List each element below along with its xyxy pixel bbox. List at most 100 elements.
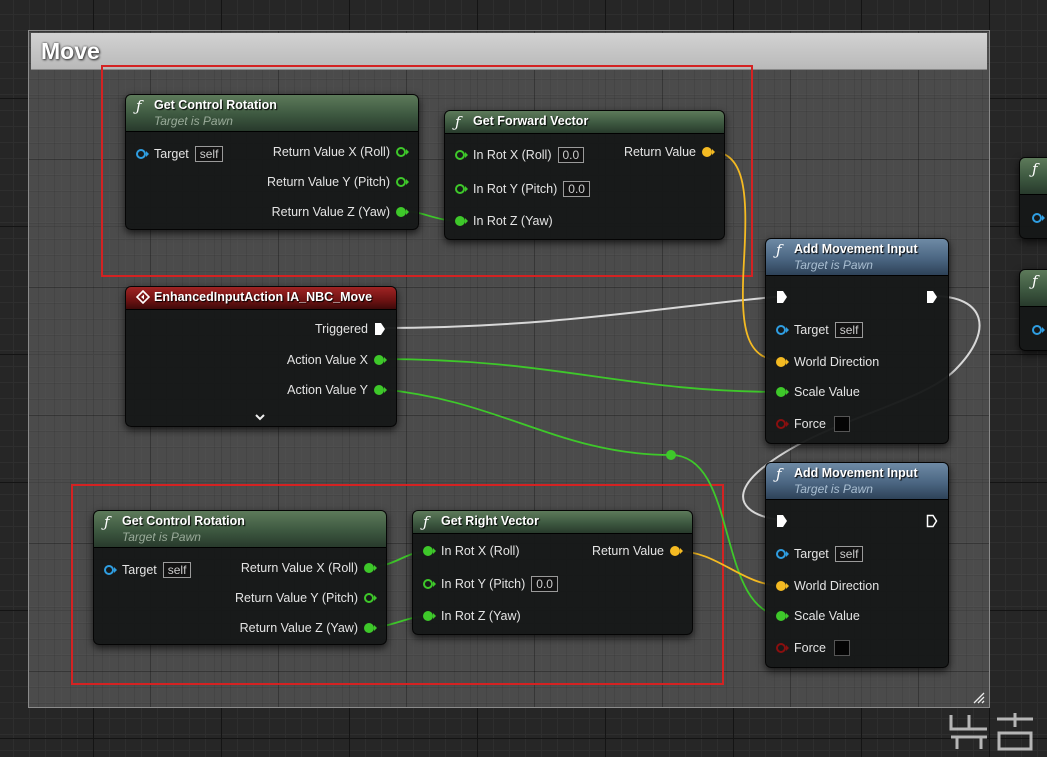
target-pin[interactable] (104, 564, 117, 576)
pin-label: In Rot X (Roll) (473, 148, 552, 162)
return-x-pin[interactable] (364, 562, 377, 574)
world-direction-pin[interactable] (776, 356, 789, 368)
event-icon (136, 290, 150, 304)
in-rot-x-pin[interactable] (455, 149, 468, 161)
target-pin[interactable] (776, 548, 789, 560)
pin-label: Target (794, 547, 829, 561)
in-rot-y-pin[interactable] (455, 183, 468, 195)
input-pin[interactable] (1032, 212, 1045, 224)
return-y-pin[interactable] (364, 592, 377, 604)
node-header[interactable]: EnhancedInputAction IA_NBC_Move (126, 287, 396, 310)
in-rot-x-pin[interactable] (423, 545, 436, 557)
function-icon: ƒ (136, 97, 142, 115)
return-x-pin[interactable] (396, 146, 409, 158)
return-z-pin[interactable] (364, 622, 377, 634)
force-checkbox[interactable] (833, 416, 850, 432)
pin-label: Return Value Z (Yaw) (239, 621, 358, 635)
node-get-control-rotation-1[interactable]: ƒ Get Control Rotation Target is Pawn Ta… (125, 94, 419, 230)
highlight-box-right (71, 484, 724, 685)
force-pin[interactable] (776, 642, 789, 654)
exec-pin-icon[interactable] (776, 514, 788, 528)
function-icon: ƒ (1032, 160, 1038, 178)
target-value-field[interactable]: self (834, 546, 864, 562)
target-value-field[interactable]: self (834, 322, 864, 338)
target-pin[interactable] (136, 148, 149, 160)
node-get-control-rotation-2[interactable]: ƒ Get Control Rotation Target is Pawn Ta… (93, 510, 387, 645)
function-icon: ƒ (104, 513, 110, 531)
pin-label: Return Value Y (Pitch) (267, 175, 390, 189)
in-rot-x-field[interactable]: 0.0 (557, 147, 585, 163)
node-title: Get Right Vector (441, 514, 539, 528)
target-pin[interactable] (776, 324, 789, 336)
scale-value-pin[interactable] (776, 386, 789, 398)
exec-pin-icon[interactable] (926, 514, 938, 528)
pin-label: Target (154, 147, 189, 161)
return-value-pin[interactable] (702, 146, 715, 158)
node-header[interactable]: ƒ Add Movement Input Target is Pawn (766, 239, 948, 276)
float-wire-action-x (379, 358, 786, 393)
target-value-field[interactable]: self (194, 146, 224, 162)
force-pin[interactable] (776, 418, 789, 430)
pin-label: Action Value X (286, 353, 368, 367)
pin-label: In Rot Z (Yaw) (473, 214, 553, 228)
return-z-pin[interactable] (396, 206, 409, 218)
function-icon: ƒ (776, 465, 782, 483)
return-y-pin[interactable] (396, 176, 409, 188)
pin-label: Return Value X (Roll) (272, 145, 390, 159)
pin-label: In Rot Y (Pitch) (473, 182, 558, 196)
resize-grip-icon[interactable] (973, 692, 985, 704)
pin-label: Return Value Y (Pitch) (235, 591, 358, 605)
exec-pin-icon[interactable] (776, 290, 788, 304)
in-rot-z-pin[interactable] (423, 610, 436, 622)
action-value-x-pin[interactable] (374, 354, 387, 366)
node-header[interactable]: ƒ Get Right Vector (413, 511, 692, 534)
pin-label: Return Value (623, 145, 696, 159)
world-direction-pin[interactable] (776, 580, 789, 592)
comment-title: Move (41, 38, 100, 64)
function-icon: ƒ (455, 113, 461, 131)
node-header[interactable]: ƒ Get Control Rotation Target is Pawn (126, 95, 418, 132)
node-title: Get Control Rotation (154, 98, 277, 112)
pin-label: In Rot X (Roll) (441, 544, 520, 558)
exec-pin-icon[interactable] (374, 322, 386, 336)
in-rot-y-field[interactable]: 0.0 (563, 181, 590, 197)
in-rot-y-field[interactable]: 0.0 (531, 576, 558, 592)
node-get-right-vector[interactable]: ƒ Get Right Vector In Rot X (Roll) In Ro… (412, 510, 693, 635)
function-icon: ƒ (423, 513, 429, 531)
node-subtitle: Target is Pawn (122, 530, 201, 544)
node-add-movement-input-1[interactable]: ƒ Add Movement Input Target is Pawn Targ… (765, 238, 949, 444)
action-value-y-pin[interactable] (374, 384, 387, 396)
node-header[interactable]: ƒ Add Movement Input Target is Pawn (766, 463, 948, 500)
pin-label: Target (122, 563, 157, 577)
exec-pin-icon[interactable] (926, 290, 938, 304)
pin-label: World Direction (794, 355, 880, 369)
node-title: EnhancedInputAction IA_NBC_Move (154, 290, 373, 304)
node-add-movement-input-2[interactable]: ƒ Add Movement Input Target is Pawn Targ… (765, 462, 949, 668)
node-get-forward-vector[interactable]: ƒ Get Forward Vector In Rot X (Roll) 0.0… (444, 110, 725, 240)
input-pin[interactable] (1032, 324, 1045, 336)
highlight-box-forward (101, 65, 753, 277)
node-enhanced-input-action[interactable]: EnhancedInputAction IA_NBC_Move Triggere… (125, 286, 397, 427)
exec-wire-1 (382, 295, 788, 329)
in-rot-y-pin[interactable] (423, 578, 436, 590)
node-title: Add Movement Input (794, 242, 918, 256)
comment-header[interactable]: Move (31, 33, 987, 70)
chevron-down-icon[interactable] (254, 412, 266, 422)
return-value-pin[interactable] (670, 545, 683, 557)
pin-label: Return Value (591, 544, 664, 558)
node-header[interactable]: ƒ Get Control Rotation Target is Pawn (94, 511, 386, 548)
pin-label: Scale Value (794, 609, 860, 623)
offscreen-node-1[interactable]: ƒ (1019, 157, 1047, 239)
offscreen-node-2[interactable]: ƒ (1019, 269, 1047, 351)
in-rot-z-pin[interactable] (455, 215, 468, 227)
pin-label: Target (794, 323, 829, 337)
force-checkbox[interactable] (833, 640, 850, 656)
node-header[interactable]: ƒ Get Forward Vector (445, 111, 724, 134)
scale-value-pin[interactable] (776, 610, 789, 622)
function-icon: ƒ (776, 241, 782, 259)
pin-label: Scale Value (794, 385, 860, 399)
pin-label: World Direction (794, 579, 880, 593)
pin-label: Return Value X (Roll) (240, 561, 358, 575)
target-value-field[interactable]: self (162, 562, 192, 578)
function-icon: ƒ (1032, 272, 1038, 290)
